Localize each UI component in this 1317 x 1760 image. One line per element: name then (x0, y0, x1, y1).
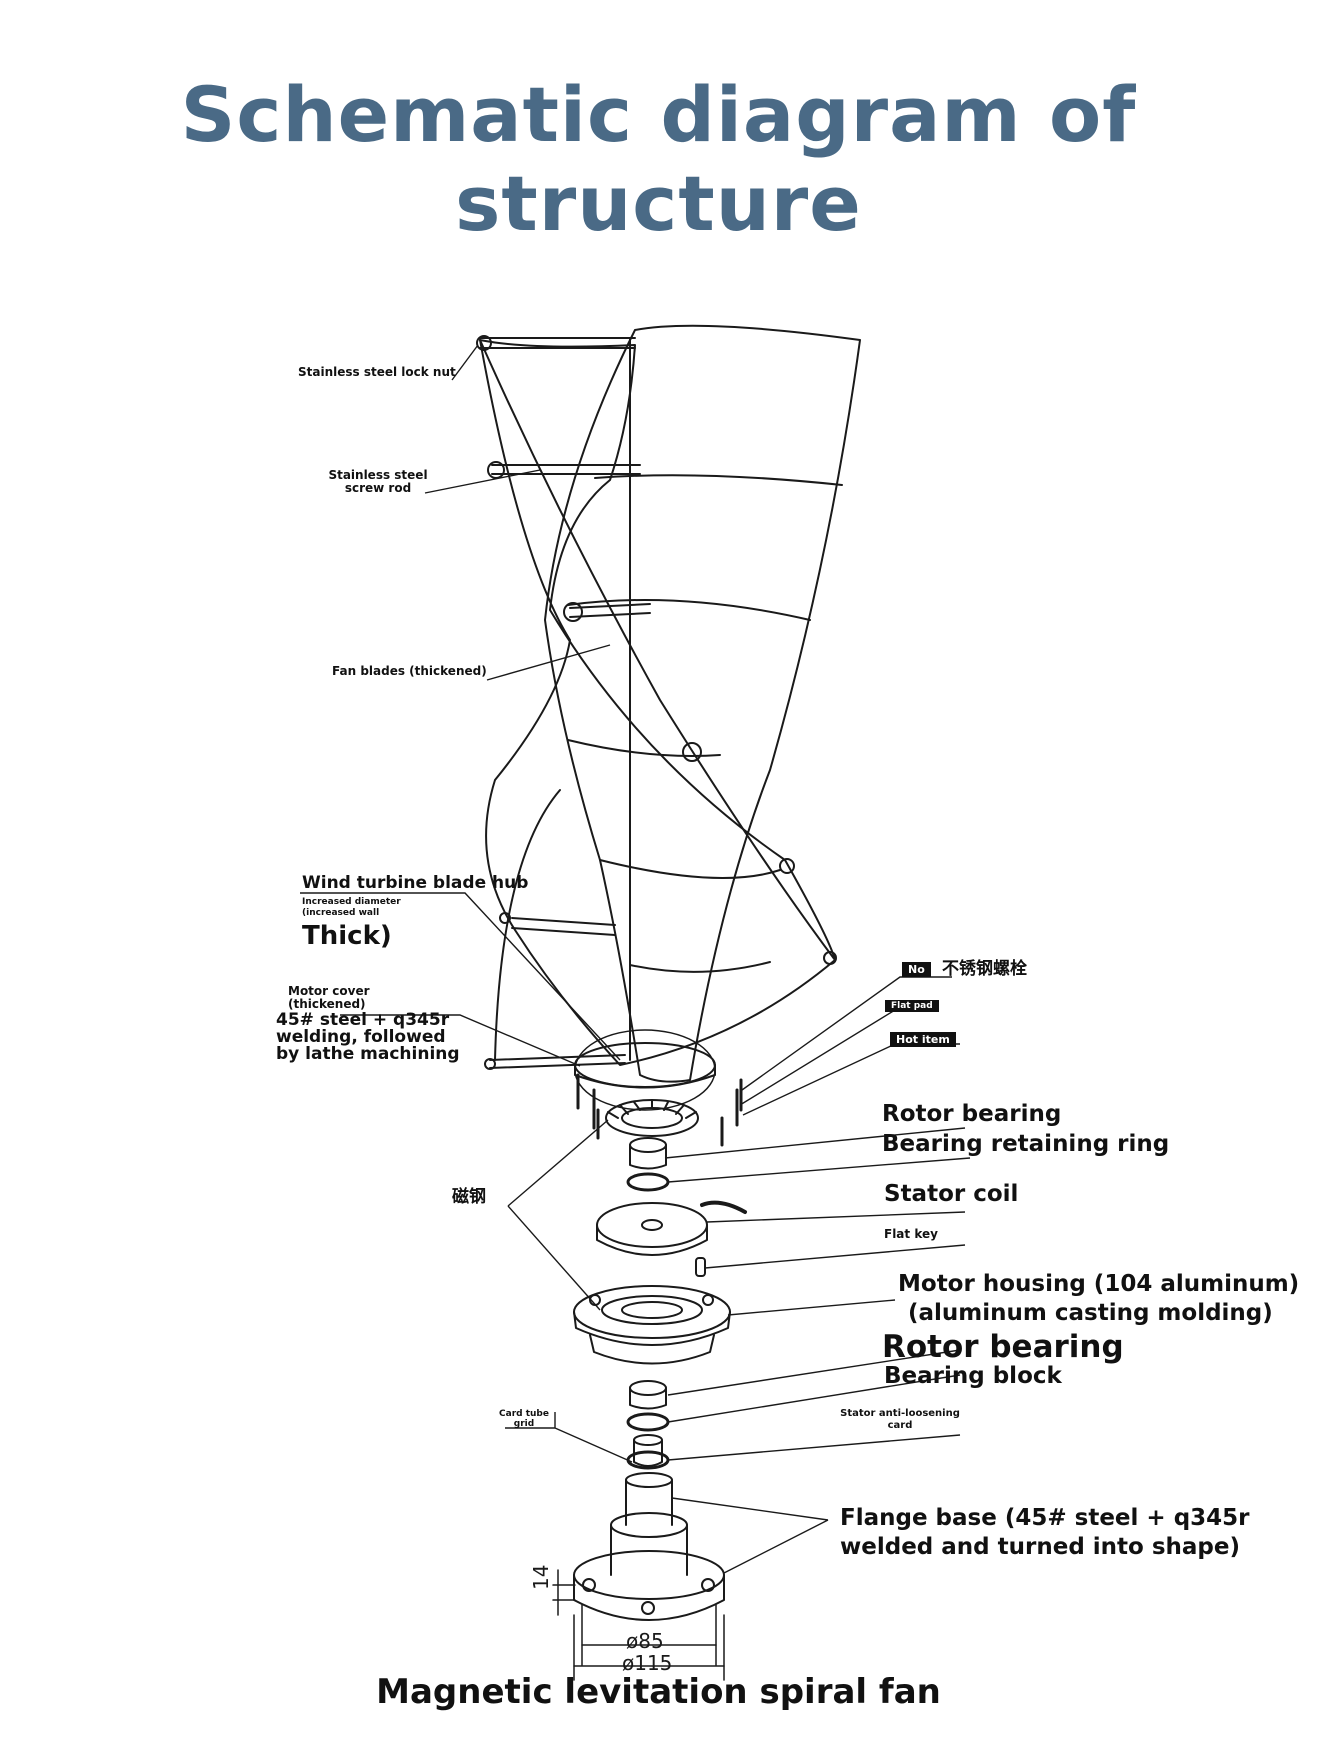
tag-flat-pad: Flat pad (885, 1000, 939, 1012)
label-cover-line4: welding, followed (276, 1027, 446, 1047)
label-cover-line2: (thickened) (288, 997, 366, 1011)
label-card-tube-line1: Card tube (499, 1409, 549, 1419)
label-flat-key: Flat key (884, 1227, 938, 1241)
dim-115: ø115 (622, 1651, 672, 1675)
label-flange-line1: Flange base (45# steel + q345r (840, 1505, 1250, 1531)
dim-14: 14 (529, 1565, 553, 1590)
blade-front (544, 324, 861, 1083)
tag-bolt-no: No (902, 962, 931, 977)
label-card-tube-line2: grid (513, 1419, 535, 1429)
label-hub-sub1: Increased diameter (302, 897, 401, 907)
label-hub-sub2: (increased wall (302, 908, 380, 918)
label-rotor-bearing-bottom: Rotor bearing (882, 1329, 1124, 1365)
label-hub-title: Wind turbine blade hub (302, 873, 529, 893)
label-cover-line5: by lathe machining (276, 1044, 460, 1064)
label-cover-line3: 45# steel + q345r (276, 1010, 450, 1030)
diagram-caption: Magnetic levitation spiral fan (376, 1672, 941, 1712)
label-bolt-cn: 不锈钢螺栓 (942, 959, 1027, 979)
label-magnet-cn: 磁钢 (452, 1187, 486, 1207)
label-housing-line1: Motor housing (104 aluminum) (898, 1271, 1300, 1297)
label-housing-line2: (aluminum casting molding) (908, 1300, 1273, 1326)
label-anti-loose-line1: Stator anti-loosening (840, 1408, 960, 1419)
label-cover-line1: Motor cover (288, 984, 370, 998)
tag-hot-item: Hot item (890, 1032, 956, 1047)
label-fan-blades: Fan blades (thickened) (332, 664, 487, 678)
label-anti-loose-line2: card (887, 1420, 913, 1431)
label-stator-coil: Stator coil (884, 1181, 1019, 1207)
label-lock-nut: Stainless steel lock nut (298, 365, 456, 379)
label-bearing-block: Bearing block (884, 1363, 1062, 1389)
dim-85: ø85 (626, 1629, 664, 1653)
label-rotor-bearing-top: Rotor bearing (882, 1101, 1062, 1127)
blade-rear (479, 339, 836, 1066)
label-screw-rod-line2: screw rod (344, 481, 412, 495)
label-bearing-retaining-ring: Bearing retaining ring (882, 1131, 1170, 1157)
label-hub-thick: Thick) (302, 921, 392, 951)
page-title: Schematic diagram of structure (180, 70, 1137, 248)
label-flange-line2: welded and turned into shape) (840, 1534, 1241, 1560)
label-screw-rod-line1: Stainless steel (328, 468, 428, 482)
